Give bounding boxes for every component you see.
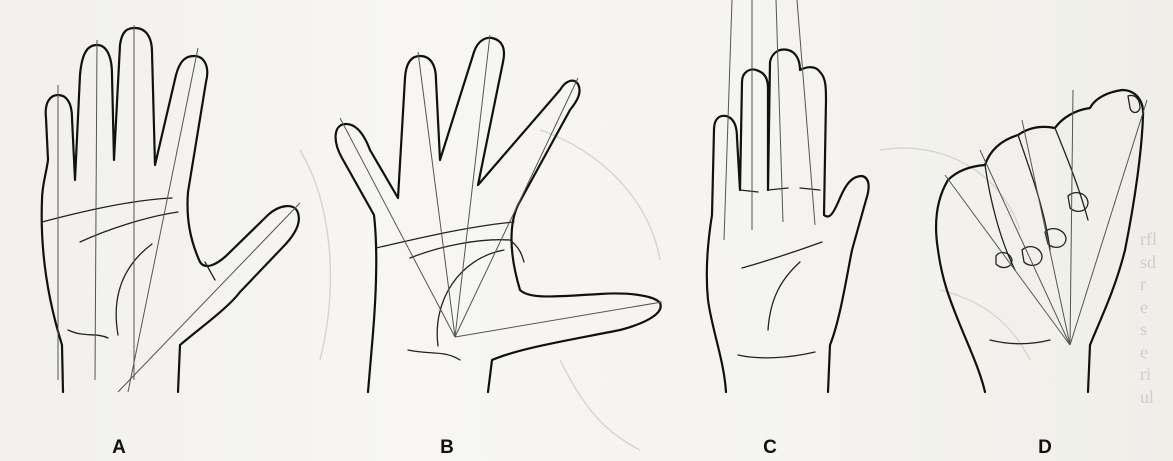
hand-b-wrist-crease — [407, 349, 461, 361]
hand-c-finger-joints — [739, 187, 821, 193]
hand-d-fingernails — [995, 94, 1141, 269]
bleed-text-line: ul — [1140, 386, 1155, 407]
hand-b-heart-line — [375, 221, 515, 249]
bleed-through-text: rfl sd r e s e ri ul — [1140, 228, 1173, 408]
hand-d — [935, 88, 1148, 394]
hand-b-head-line — [409, 239, 525, 263]
bleed-text-line: ri — [1140, 364, 1151, 384]
hand-b-life-line — [436, 249, 505, 347]
hand-d-wrist-crease — [989, 339, 1051, 345]
bleed-text-line: e — [1140, 296, 1148, 317]
panel-label-b: B — [440, 437, 454, 458]
hand-a-axis — [117, 202, 301, 393]
hand-c-palm-crease — [741, 241, 823, 269]
hand-a-outline — [40, 26, 300, 394]
hand-c-life-line — [767, 261, 801, 331]
hand-a-wrist-crease — [67, 329, 109, 339]
bleed-text-line: s — [1140, 319, 1148, 339]
hand-c-wrist-crease — [737, 351, 816, 359]
bleed-text-line: sd — [1140, 251, 1157, 272]
faint-background-sketch — [299, 129, 1031, 451]
hand-b-guides — [339, 34, 663, 338]
hand-a-axis — [127, 47, 199, 393]
hand-c — [705, 0, 870, 394]
bleed-text-line: r — [1140, 274, 1146, 294]
hand-a-heart-line — [41, 197, 173, 223]
hand-a-head-line — [79, 211, 179, 243]
hand-a-thumb-crease — [204, 261, 216, 281]
bleed-text-line: rfl — [1140, 229, 1157, 249]
hand-d-outline — [935, 88, 1145, 394]
hand-a — [40, 25, 301, 394]
panel-label-c: C — [763, 437, 777, 458]
panel-label-d: D — [1038, 437, 1052, 458]
panel-label-a: A — [112, 437, 126, 458]
bleed-text-line: e — [1140, 341, 1148, 362]
hand-b — [334, 34, 663, 394]
hand-c-guides — [723, 0, 816, 241]
hand-c-outline — [705, 48, 870, 394]
hand-a-life-line — [115, 243, 153, 336]
hand-a-axis — [94, 39, 98, 381]
hand-d-guides — [944, 89, 1148, 346]
hand-b-outline — [334, 36, 662, 394]
